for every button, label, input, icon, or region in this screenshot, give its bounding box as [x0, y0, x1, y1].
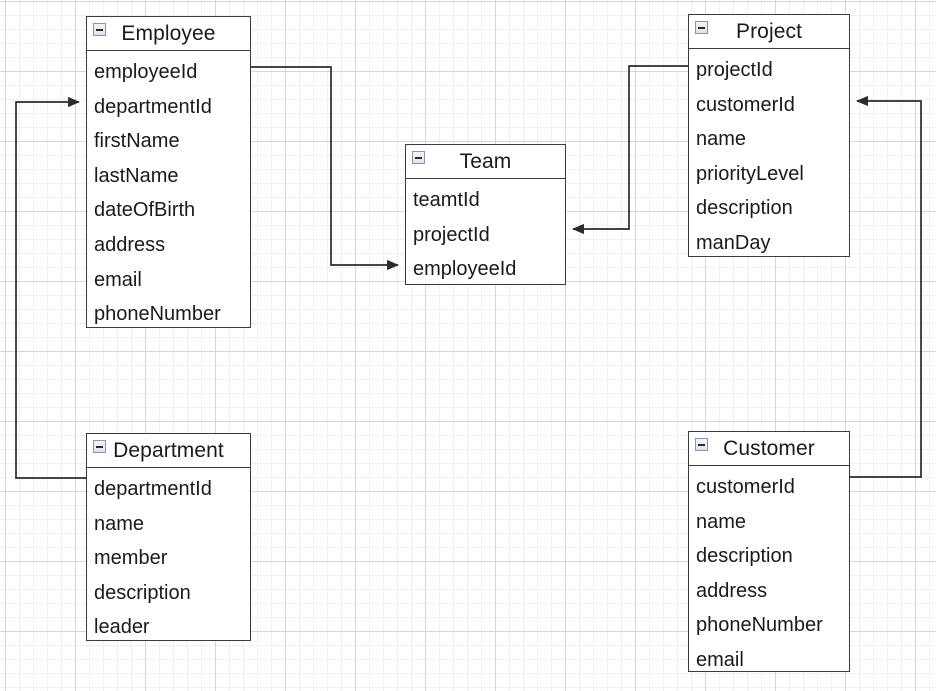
entity-title: Employee [121, 22, 216, 45]
attribute-row[interactable]: projectId [696, 59, 773, 81]
attribute-row[interactable]: departmentId [94, 95, 212, 118]
attribute-row[interactable]: firstName [94, 130, 180, 153]
connector-department-employee [15, 96, 86, 479]
entity-body-team: teamtId projectId employeeId [406, 179, 565, 293]
entity-title: Project [735, 20, 803, 43]
collapse-icon[interactable] [93, 23, 106, 36]
attribute-row[interactable]: name [696, 510, 747, 533]
connector-customer-project [850, 95, 922, 478]
collapse-icon[interactable] [412, 151, 425, 164]
attribute-row[interactable]: name [696, 128, 747, 151]
attribute-row[interactable]: description [94, 581, 191, 604]
entity-title: Team [459, 150, 512, 173]
attribute-row[interactable]: projectId [413, 223, 490, 246]
entity-employee[interactable]: Employee employeeId departmentId firstNa… [86, 16, 251, 328]
entity-body-project: projectId customerId name priorityLevel … [689, 49, 849, 267]
entity-header-department: Department [87, 434, 250, 468]
entity-body-employee: employeeId departmentId firstName lastNa… [87, 51, 250, 338]
entity-title: Customer [723, 437, 815, 460]
connector-project-team [572, 65, 688, 235]
attribute-row[interactable]: lastName [94, 164, 179, 187]
entity-header-project: Project [689, 15, 849, 49]
attribute-row[interactable]: priorityLevel [696, 162, 804, 185]
attribute-row[interactable]: departmentId [94, 478, 212, 500]
attribute-row[interactable]: manDay [696, 231, 771, 254]
collapse-icon[interactable] [695, 438, 708, 451]
attribute-row[interactable]: description [696, 197, 793, 220]
entity-title: Department [113, 439, 224, 462]
entity-body-customer: customerId name description address phon… [689, 466, 849, 684]
attribute-row[interactable]: customerId [696, 93, 795, 116]
entity-header-customer: Customer [689, 432, 849, 466]
entity-header-employee: Employee [87, 17, 250, 51]
attribute-row[interactable]: member [94, 547, 168, 570]
attribute-row[interactable]: name [94, 512, 145, 535]
entity-customer[interactable]: Customer customerId name description add… [688, 431, 850, 672]
entity-team[interactable]: Team teamtId projectId employeeId [405, 144, 566, 285]
attribute-row[interactable]: customerId [696, 476, 795, 498]
attribute-row[interactable]: teamtId [413, 189, 480, 211]
attribute-row[interactable]: address [94, 233, 166, 256]
connector-employee-team [251, 66, 399, 271]
attribute-row[interactable]: employeeId [413, 258, 517, 281]
collapse-icon[interactable] [695, 21, 708, 34]
entity-project[interactable]: Project projectId customerId name priori… [688, 14, 850, 257]
attribute-row[interactable]: phoneNumber [94, 303, 221, 326]
attribute-row[interactable]: email [94, 268, 142, 291]
attribute-row[interactable]: description [696, 545, 793, 568]
attribute-row[interactable]: dateOfBirth [94, 199, 196, 222]
entity-department[interactable]: Department departmentId name member desc… [86, 433, 251, 641]
entity-body-department: departmentId name member description lea… [87, 468, 250, 651]
attribute-row[interactable]: employeeId [94, 61, 198, 83]
attribute-row[interactable]: leader [94, 616, 150, 639]
attribute-row[interactable]: email [696, 648, 744, 671]
attribute-row[interactable]: phoneNumber [696, 614, 823, 637]
collapse-icon[interactable] [93, 440, 106, 453]
entity-header-team: Team [406, 145, 565, 179]
attribute-row[interactable]: address [696, 579, 768, 602]
